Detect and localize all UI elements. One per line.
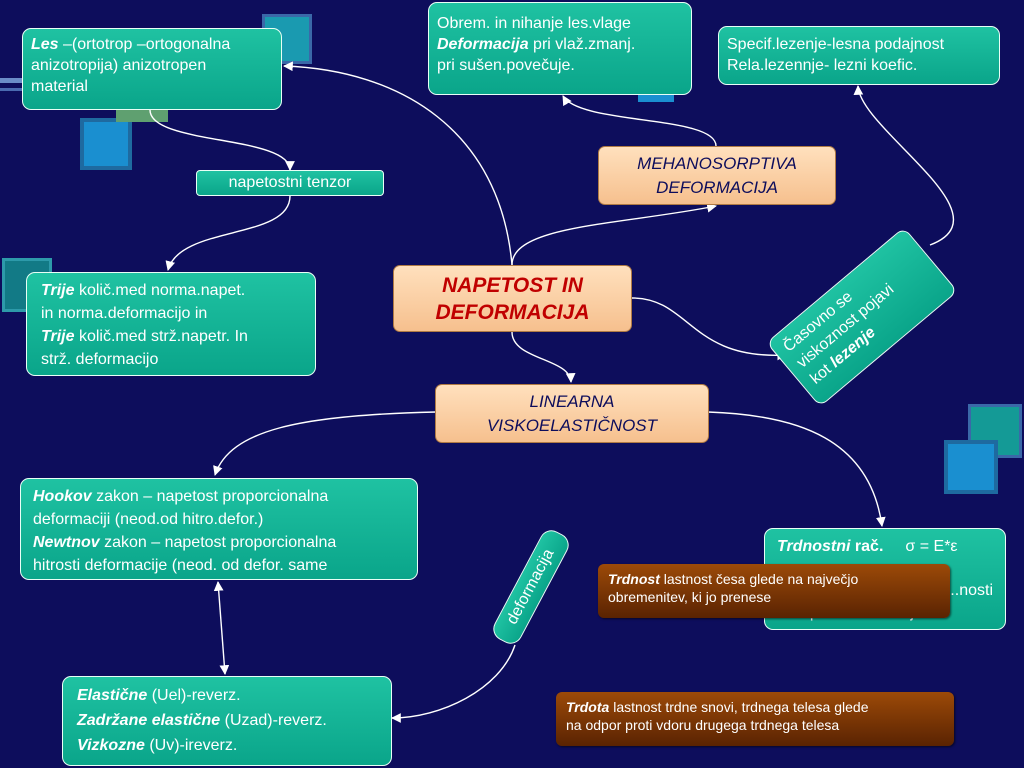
obrem-line-3: pri sušen.povečuje. bbox=[437, 57, 575, 74]
elasticne-line-3: Vizkozne (Uv)-ireverz. bbox=[77, 733, 377, 758]
trdnost-term: Trdnost bbox=[608, 571, 660, 587]
les-line-2: anizotropija) anizotropen bbox=[31, 57, 207, 74]
obrem-line-2-rest: pri vlaž.zmanj. bbox=[528, 36, 636, 53]
trije-line-3: Trije količ.med strž.napetr. In bbox=[41, 325, 301, 348]
trdnostni-line-2: ...nosti bbox=[945, 582, 993, 599]
tenzor-node[interactable]: napetostni tenzor bbox=[196, 170, 384, 196]
connector-les-tenzor bbox=[149, 109, 295, 171]
center-node[interactable]: NAPETOST IN DEFORMACIJA bbox=[393, 265, 632, 332]
connector-linearna-hookov bbox=[213, 411, 437, 476]
hookov-line-2: deformaciji (neod.od hitro.defor.) bbox=[33, 511, 264, 528]
elasticne-term-3: Vizkozne bbox=[77, 737, 145, 754]
hookov-term: Hookov bbox=[33, 488, 92, 505]
obrem-line-2: Deformacija pri vlaž.zmanj. bbox=[437, 34, 683, 55]
trije-line-3-rest: količ.med strž.napetr. In bbox=[74, 328, 248, 345]
les-line-1: Les –(ortotrop –ortogonalna bbox=[31, 34, 273, 55]
hookov-node[interactable]: Hookov zakon – napetost proporcionalna d… bbox=[20, 478, 418, 580]
center-line-1: NAPETOST IN bbox=[442, 274, 583, 297]
connector-casovno-specif bbox=[853, 85, 955, 246]
elasticne-line-1-rest: (Uel)-reverz. bbox=[147, 687, 241, 704]
elasticne-node[interactable]: Elastične (Uel)-reverz. Zadržane elastič… bbox=[62, 676, 392, 766]
trije-line-4: strž. deformacijo bbox=[41, 351, 159, 368]
les-term: Les bbox=[31, 36, 59, 53]
trdota-line-1: Trdota lastnost trdne snovi, trdnega tel… bbox=[566, 698, 944, 716]
decor-square-left-1 bbox=[80, 118, 132, 170]
mehanosorptiva-line-1: MEHANOSORPTIVA bbox=[637, 154, 797, 173]
trdnost-line-1-rest: lastnost česa glede na največjo bbox=[659, 571, 859, 587]
trdnostni-line-1: Trdnostni rač. σ = E*ε bbox=[777, 536, 993, 558]
elasticne-line-2-rest: (Uzad)-reverz. bbox=[220, 712, 327, 729]
obrem-node[interactable]: Obrem. in nihanje les.vlage Deformacija … bbox=[428, 2, 692, 95]
elasticne-line-1: Elastične (Uel)-reverz. bbox=[77, 683, 377, 708]
hookov-line-3-rest: zakon – napetost proporcionalna bbox=[99, 534, 337, 551]
trdnost-line-1: Trdnost lastnost česa glede na največjo bbox=[608, 570, 940, 588]
trije-line-1-rest: količ.med norma.napet. bbox=[74, 282, 246, 299]
trdnostni-formula: σ = E*ε bbox=[905, 538, 958, 555]
connector-linearna-trdnostni bbox=[707, 411, 886, 527]
tenzor-label: napetostni tenzor bbox=[228, 174, 352, 191]
trije-term-1: Trije bbox=[41, 282, 75, 299]
trdnostni-term-suffix: rač. bbox=[850, 538, 884, 555]
newtnov-term: Newtnov bbox=[33, 534, 100, 551]
trdota-line-1-rest: lastnost trdne snovi, trdnega telesa gle… bbox=[609, 699, 869, 715]
trije-line-1: Trije količ.med norma.napet. bbox=[41, 279, 301, 302]
specif-line-2: Rela.lezennje- lezni koefic. bbox=[727, 57, 918, 74]
connector-center-linearna bbox=[511, 331, 576, 383]
trdnost-box[interactable]: Trdnost lastnost česa glede na največjo … bbox=[598, 564, 950, 618]
mehanosorptiva-node[interactable]: MEHANOSORPTIVA DEFORMACIJA bbox=[598, 146, 836, 205]
trdnostni-term: Trdnostni bbox=[777, 538, 851, 555]
trdota-term: Trdota bbox=[566, 699, 610, 715]
trdota-line-2: na odpor proti vdoru drugega trdnega tel… bbox=[566, 717, 840, 733]
hookov-line-4: hitrosti deformacije (neod. od defor. sa… bbox=[33, 557, 328, 574]
trije-line-2: in norma.deformacijo in bbox=[41, 305, 208, 322]
hookov-line-3: Newtnov zakon – napetost proporcionalna bbox=[33, 531, 405, 554]
trdnost-line-2: obremenitev, ki jo prenese bbox=[608, 589, 772, 605]
connector-hookov-elasticne bbox=[213, 581, 230, 675]
connector-tenzor-trije bbox=[165, 195, 291, 271]
connector-center-les bbox=[283, 61, 513, 266]
trdota-box[interactable]: Trdota lastnost trdne snovi, trdnega tel… bbox=[556, 692, 954, 746]
linearna-line-2: VISKOELASTIČNOST bbox=[486, 416, 658, 435]
connector-center-casovno bbox=[631, 297, 787, 361]
decor-square-right-2 bbox=[944, 440, 998, 494]
connector-center-mehano bbox=[511, 202, 717, 266]
elasticne-line-2: Zadržane elastične (Uzad)-reverz. bbox=[77, 708, 377, 733]
hookov-line-1: Hookov zakon – napetost proporcionalna bbox=[33, 485, 405, 508]
obrem-term: Deformacija bbox=[437, 36, 529, 53]
mehanosorptiva-line-2: DEFORMACIJA bbox=[656, 178, 778, 197]
les-line-1-rest: –(ortotrop –ortogonalna bbox=[58, 36, 231, 53]
trije-term-2: Trije bbox=[41, 328, 75, 345]
trije-node[interactable]: Trije količ.med norma.napet. in norma.de… bbox=[26, 272, 316, 376]
obrem-line-1: Obrem. in nihanje les.vlage bbox=[437, 15, 631, 32]
connector-mehano-obrem bbox=[562, 95, 717, 147]
specif-line-1: Specif.lezenje-lesna podajnost bbox=[727, 36, 945, 53]
linearna-node[interactable]: LINEARNA VISKOELASTIČNOST bbox=[435, 384, 709, 443]
les-line-3: material bbox=[31, 78, 88, 95]
elasticne-term-2: Zadržane elastične bbox=[77, 712, 221, 729]
specif-node[interactable]: Specif.lezenje-lesna podajnost Rela.leze… bbox=[718, 26, 1000, 85]
elasticne-term-1: Elastične bbox=[77, 687, 148, 704]
hookov-line-1-rest: zakon – napetost proporcionalna bbox=[91, 488, 329, 505]
les-node[interactable]: Les –(ortotrop –ortogonalna anizotropija… bbox=[22, 28, 282, 110]
center-line-2: DEFORMACIJA bbox=[435, 301, 590, 324]
connector-deformacija-elasticne bbox=[391, 644, 516, 723]
elasticne-line-3-rest: (Uv)-ireverz. bbox=[144, 737, 238, 754]
linearna-line-1: LINEARNA bbox=[529, 392, 615, 411]
